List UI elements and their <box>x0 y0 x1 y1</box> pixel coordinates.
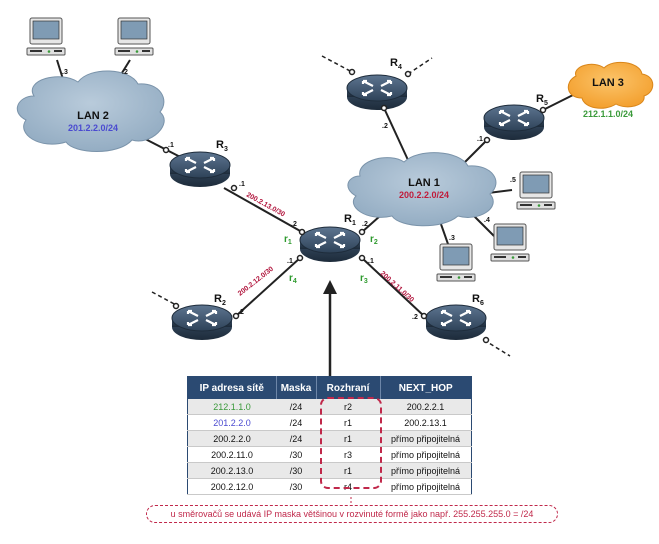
lan1-network: 200.2.2.0/24 <box>399 190 449 200</box>
row-mask: /30 <box>276 478 316 495</box>
router-r5-label: R5 <box>536 93 548 107</box>
port-label: .2 <box>412 314 418 321</box>
row-iface: r4 <box>316 478 380 495</box>
lan2-title: LAN 2 <box>77 110 109 122</box>
row-iface: r2 <box>316 399 380 415</box>
router-r6-label: R6 <box>472 293 484 307</box>
port-label: .1 <box>287 258 293 265</box>
table-row: 200.2.11.0 /30 r3 přímo připojitelná <box>187 446 472 463</box>
routing-table-header: IP adresa sítě Maska Rozhraní NEXT_HOP <box>187 376 472 399</box>
lan3-title: LAN 3 <box>592 77 624 89</box>
row-next-hop: přímo připojitelná <box>380 430 472 447</box>
port-label: .1 <box>168 142 174 149</box>
lan1-title: LAN 1 <box>408 177 440 189</box>
row-mask: /30 <box>276 462 316 479</box>
row-next-hop: přímo připojitelná <box>380 478 472 495</box>
cloud-lan1 <box>347 152 497 227</box>
row-mask: /30 <box>276 446 316 463</box>
port-label: .1 <box>368 258 374 265</box>
link-r1-r6 <box>361 257 425 317</box>
row-iface: r1 <box>316 462 380 479</box>
lan2-network: 201.2.2.0/24 <box>68 123 118 133</box>
row-ip: 200.2.12.0 <box>187 478 276 495</box>
link-r1-r2 <box>235 257 301 317</box>
row-ip: 201.2.2.0 <box>187 414 276 431</box>
table-row: 200.2.12.0 /30 r4 přímo připojitelná <box>187 478 472 495</box>
arrow-to-r1 <box>323 280 337 376</box>
router-r2-icon <box>170 303 234 342</box>
row-iface: r3 <box>316 446 380 463</box>
link-r1-lan1 <box>361 215 381 233</box>
cloud-lan2 <box>16 70 165 152</box>
lan3-network: 212.1.1.0/24 <box>583 109 633 119</box>
router-r2-label: R2 <box>214 293 226 307</box>
link-r1-r2-network: 200.2.12.0/30 <box>237 266 275 298</box>
router-r4-icon <box>345 73 409 112</box>
port-dots <box>162 68 547 344</box>
iface-r3-label: r3 <box>360 273 368 285</box>
col-iface-header: Rozhraní <box>316 376 381 399</box>
row-mask: /24 <box>276 414 316 431</box>
row-mask: /24 <box>276 430 316 447</box>
col-ip-header: IP adresa sítě <box>187 376 277 399</box>
link-r5-lan1 <box>464 139 488 163</box>
row-iface: r1 <box>316 430 380 447</box>
cloud-lan3 <box>567 61 654 109</box>
router-r6-icon <box>424 303 488 342</box>
row-ip: 200.2.13.0 <box>187 462 276 479</box>
table-row: 200.2.2.0 /24 r1 přímo připojitelná <box>187 430 472 447</box>
pc-icon <box>490 223 530 262</box>
mask-note: u směrovačů se udává IP maska většinou v… <box>146 505 558 523</box>
link-r1-r6-network: 200.2.11.0/30 <box>379 270 415 304</box>
iface-r1-label: r1 <box>284 234 292 246</box>
row-ip: 200.2.2.0 <box>187 430 276 447</box>
router-r1-icon <box>298 225 362 264</box>
pc-icon <box>114 17 154 56</box>
port-label: .1 <box>477 136 483 143</box>
link-r1-r3-network: 200.2.13.0/30 <box>245 192 286 219</box>
row-next-hop: 200.2.13.1 <box>380 414 472 431</box>
iface-r4-label: r4 <box>289 273 297 285</box>
link-r3-r1 <box>223 187 303 233</box>
pc-icon <box>516 171 556 210</box>
port-label: .2 <box>238 309 244 316</box>
port-label: .2 <box>122 69 128 76</box>
dashed-links <box>151 55 511 357</box>
link-r4-lan1 <box>383 107 409 161</box>
port-label: .2 <box>382 123 388 130</box>
link-r5-lan3 <box>542 93 576 111</box>
router-r3-label: R3 <box>216 139 228 153</box>
col-mask-header: Maska <box>276 376 317 399</box>
port-label: .3 <box>62 69 68 76</box>
row-next-hop: přímo připojitelná <box>380 462 472 479</box>
port-label: .1 <box>239 181 245 188</box>
router-r4-label: R4 <box>390 57 402 71</box>
row-next-hop: 200.2.2.1 <box>380 399 472 415</box>
row-iface: r1 <box>316 414 380 431</box>
table-row: 200.2.13.0 /30 r1 přímo připojitelná <box>187 462 472 479</box>
port-label: .3 <box>449 235 455 242</box>
pc-icon <box>436 243 476 282</box>
col-nexthop-header: NEXT_HOP <box>380 376 472 399</box>
routing-table: IP adresa sítě Maska Rozhraní NEXT_HOP 2… <box>187 376 472 495</box>
table-row: 201.2.2.0 /24 r1 200.2.13.1 <box>187 414 472 431</box>
port-label: .5 <box>510 177 516 184</box>
row-mask: /24 <box>276 399 316 415</box>
port-label: .2 <box>362 221 368 228</box>
router-r5-icon <box>482 103 546 142</box>
iface-r2-label: r2 <box>370 234 378 246</box>
port-label: .2 <box>291 221 297 228</box>
row-ip: 200.2.11.0 <box>187 446 276 463</box>
pc-icon <box>26 17 66 56</box>
row-ip: 212.1.1.0 <box>187 399 276 415</box>
port-label: .4 <box>484 217 490 224</box>
router-r1-label: R1 <box>344 213 356 227</box>
interface-column-highlight <box>320 397 382 489</box>
router-r3-icon <box>168 150 232 189</box>
row-next-hop: přímo připojitelná <box>380 446 472 463</box>
table-row: 212.1.1.0 /24 r2 200.2.2.1 <box>187 399 472 415</box>
